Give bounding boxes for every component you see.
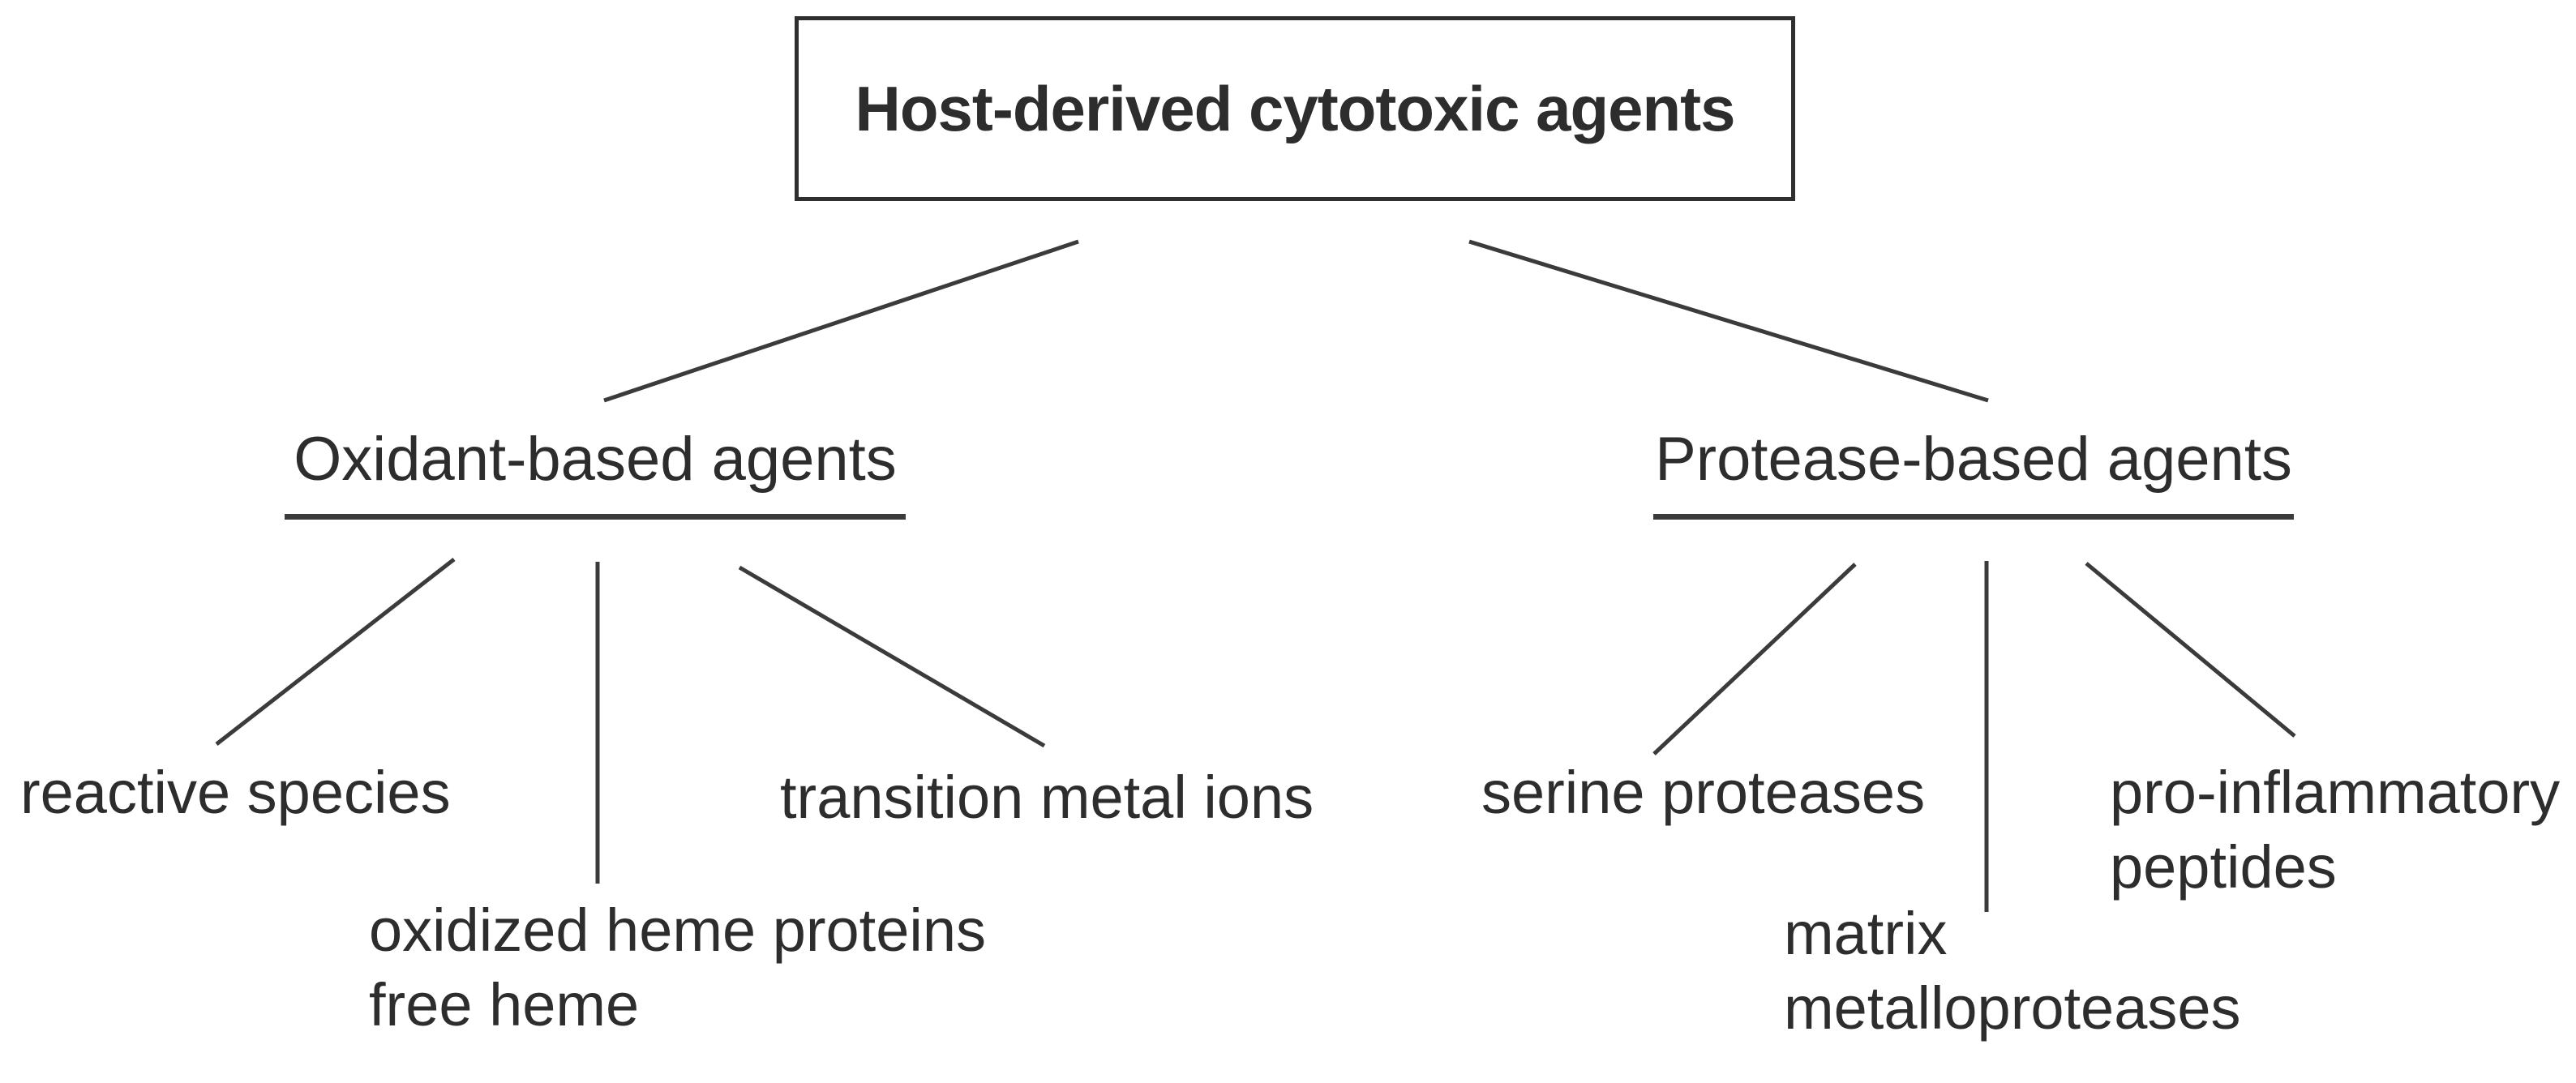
branch-protease-label: Protease-based agents (1655, 425, 2292, 494)
edge-protease-to-serine-proteases (1652, 563, 1857, 756)
edge-oxidant-to-reactive-species (215, 558, 456, 746)
edge-root-to-protease (1468, 239, 1989, 403)
leaf-matrix-metallo-line1: matrix (1784, 900, 1948, 967)
leaf-node-pro-inflammatory-peptides: pro-inflammatory peptides (2110, 756, 2560, 905)
leaf-oxidized-heme-line1: oxidized heme proteins (369, 897, 986, 964)
leaf-pro-inflammatory-line2: peptides (2110, 833, 2337, 901)
branch-node-oxidant-based-agents: Oxidant-based agents (285, 423, 906, 520)
root-node-label: Host-derived cytotoxic agents (855, 72, 1736, 144)
branch-oxidant-label: Oxidant-based agents (294, 425, 897, 494)
leaf-transition-metal-line1: transition metal ions (780, 764, 1314, 831)
leaf-node-matrix-metalloproteases: matrix metalloproteases (1784, 897, 2241, 1046)
leaf-node-oxidized-heme-proteins-free-heme: oxidized heme proteins free heme (369, 893, 986, 1042)
leaf-node-reactive-species: reactive species (20, 756, 451, 830)
leaf-node-transition-metal-ions: transition metal ions (780, 760, 1314, 835)
leaf-pro-inflammatory-line1: pro-inflammatory (2110, 759, 2561, 826)
leaf-node-serine-proteases: serine proteases (1481, 756, 1925, 830)
leaf-matrix-metallo-line2: metalloproteases (1784, 974, 2241, 1042)
leaf-reactive-species-line1: reactive species (20, 759, 451, 826)
leaf-oxidized-heme-line2: free heme (369, 971, 640, 1038)
leaf-serine-proteases-line1: serine proteases (1481, 759, 1926, 826)
edge-oxidant-to-transition-metal (738, 565, 1046, 748)
branch-node-protease-based-agents: Protease-based agents (1653, 423, 2294, 520)
edge-root-to-oxidant (603, 239, 1079, 403)
edge-protease-to-pro-inflammatory (2085, 562, 2296, 738)
root-node-box: Host-derived cytotoxic agents (795, 16, 1795, 201)
